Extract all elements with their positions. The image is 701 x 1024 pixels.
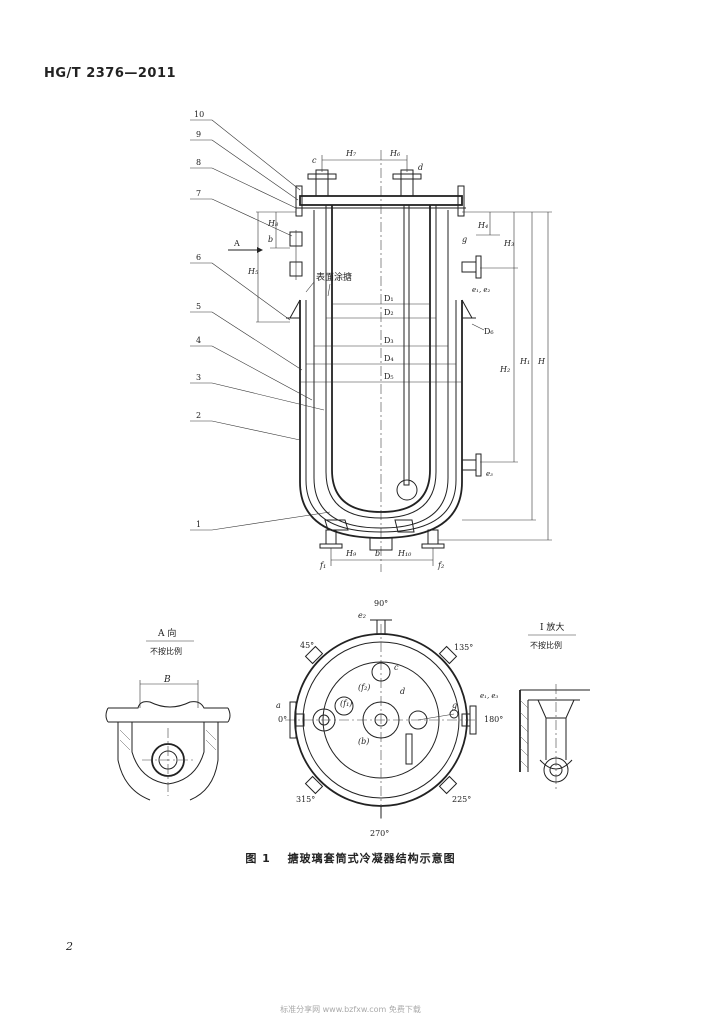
- figure-title: 搪玻璃套筒式冷凝器结构示意图: [287, 852, 456, 865]
- nozzle-d: d: [418, 163, 423, 172]
- view-a-dim-b: B: [163, 675, 171, 685]
- dim-d1: D₁: [384, 294, 394, 303]
- dim-h7: H₇: [345, 149, 357, 158]
- nozzle-g: g: [462, 235, 467, 244]
- part-6: 6: [196, 253, 201, 262]
- figure-caption: 图 1 搪玻璃套筒式冷凝器结构示意图: [0, 850, 701, 866]
- page-number: 2: [66, 940, 73, 953]
- dim-h2: H₂: [499, 365, 510, 374]
- part-1: 1: [196, 520, 201, 529]
- main-section-view: D₁ D₂ D₃ D₄ D₅ D₆ H₇ H₆ c d H₉ b H₁₀ f₁ …: [190, 110, 552, 572]
- dim-d5: D₅: [384, 372, 394, 381]
- plan-view: e₂ 90° 45° 135° 315° 225° a 0° e₁, e₃ 18…: [276, 599, 503, 838]
- view-a-arrow-label: A: [233, 239, 240, 248]
- part-9: 9: [196, 130, 201, 139]
- detail-i-view: I 放大 不按比例: [519, 621, 590, 792]
- dim-h5: H₅: [247, 267, 259, 276]
- view-a-title: A 向: [157, 627, 176, 639]
- part-4: 4: [196, 336, 201, 345]
- standard-code: HG/T 2376—2011: [44, 66, 177, 81]
- dim-b-bottom: b: [375, 549, 380, 558]
- part-2: 2: [196, 411, 201, 420]
- dim-h4: H₄: [477, 221, 488, 230]
- dim-h: H: [537, 357, 546, 366]
- nozzle-f1: f₁: [319, 561, 326, 570]
- angle-270: 270°: [370, 829, 389, 838]
- detail-i-title: I 放大: [540, 621, 564, 633]
- part-3: 3: [196, 373, 201, 382]
- view-a-subtitle: 不按比例: [150, 646, 182, 656]
- plan-d: d: [400, 687, 405, 696]
- angle-135: 135°: [454, 643, 473, 652]
- part-10: 10: [194, 110, 204, 119]
- plan-e2: e₂: [358, 611, 366, 620]
- part-8: 8: [196, 158, 201, 167]
- plan-a: a: [276, 701, 281, 710]
- dim-b-left: b: [268, 235, 273, 244]
- dim-d2: D₂: [384, 308, 394, 317]
- dim-h6: H₆: [389, 149, 401, 158]
- plan-c: c: [394, 663, 399, 672]
- plan-b: (b): [358, 737, 369, 746]
- figure-label: 图 1: [245, 852, 271, 865]
- plan-f2: (f₂): [358, 683, 370, 692]
- angle-45: 45°: [300, 641, 314, 650]
- nozzle-e1e2: e₁, e₂: [472, 286, 491, 294]
- dim-h9: H₉: [345, 549, 357, 558]
- dim-d3: D₃: [384, 336, 394, 345]
- diameter-dimensions: D₁ D₂ D₃ D₄ D₅ D₆: [300, 294, 494, 383]
- dim-h8: H₈: [267, 219, 279, 228]
- nozzle-f2: f₂: [437, 561, 444, 570]
- angle-0: 0°: [278, 715, 287, 724]
- angle-315: 315°: [296, 795, 315, 804]
- dim-h10: H₁₀: [397, 549, 412, 558]
- dim-h1: H₁: [519, 357, 530, 366]
- part-5: 5: [196, 302, 201, 311]
- detail-i-subtitle: 不按比例: [530, 640, 562, 650]
- surface-coating-label: 表面涂搪: [316, 271, 352, 283]
- nozzle-e3: e₃: [486, 470, 493, 478]
- dim-d6: D₆: [484, 327, 494, 336]
- part-7: 7: [196, 189, 201, 198]
- footer-watermark: 标准分享网 www.bzfxw.com 免费下载: [280, 1005, 421, 1014]
- part-number-callouts: 10 9 8 7 6 5 4 3 2 1: [190, 110, 331, 531]
- nozzle-c: c: [312, 156, 317, 165]
- plan-f1: (f₁): [340, 699, 352, 708]
- angle-225: 225°: [452, 795, 471, 804]
- dim-h3: H₃: [503, 239, 514, 248]
- plan-g: g: [452, 701, 457, 710]
- dim-d4: D₄: [384, 354, 394, 363]
- view-a-detail: A 向 不按比例 B: [105, 627, 231, 801]
- plan-e1e3: e₁, e₃: [480, 692, 499, 700]
- angle-90: 90°: [374, 599, 388, 608]
- angle-180: 180°: [484, 715, 503, 724]
